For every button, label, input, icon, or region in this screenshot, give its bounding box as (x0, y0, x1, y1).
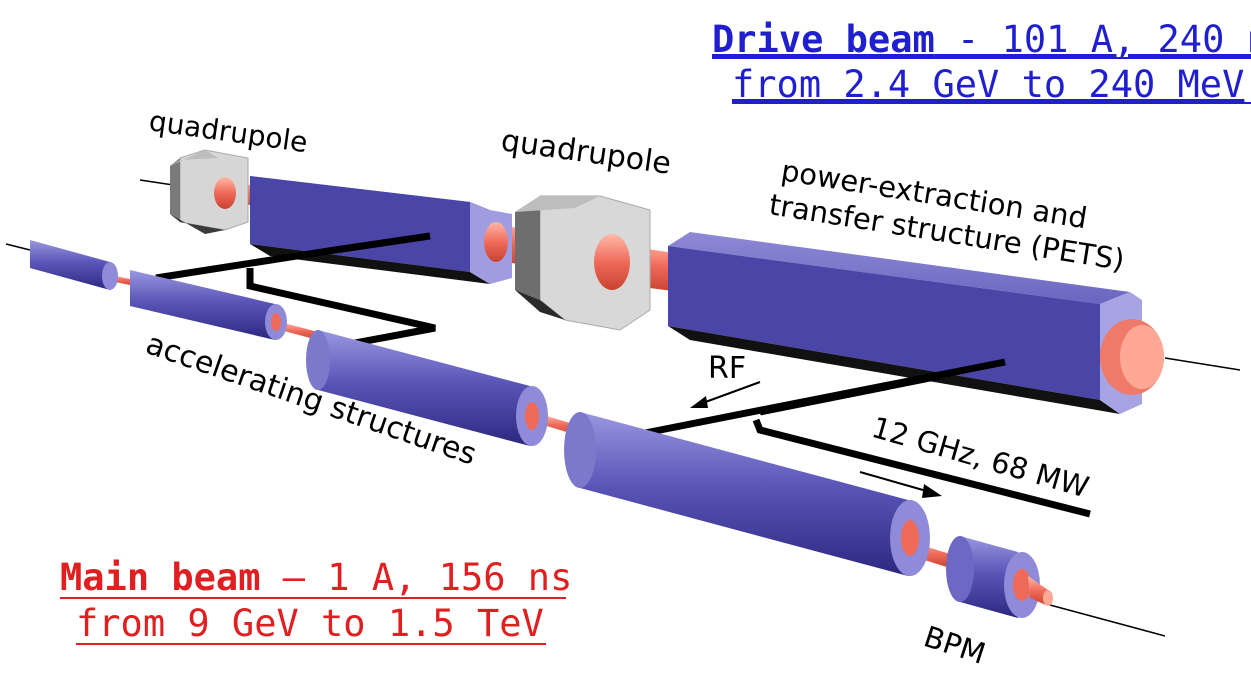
quadrupole-1 (170, 149, 249, 234)
drive-beam-name: Drive beam (712, 18, 935, 61)
quadrupole-2 (515, 195, 651, 331)
main-beam-spec-2: from 9 GeV to 1.5 TeV (76, 602, 544, 645)
bpm-label: BPM (920, 619, 990, 671)
drive-beam-spec-1: - 101 A, 240 ns (935, 18, 1251, 61)
bpm (946, 536, 1053, 618)
rf-arrow (690, 381, 761, 408)
accelerating-structure-2 (130, 270, 287, 340)
quadrupole-2-label: quadrupole (499, 123, 673, 181)
accelerating-structure-4 (564, 412, 930, 576)
main-beam-name: Main beam (60, 556, 260, 599)
quadrupole-1-label: quadrupole (147, 104, 310, 159)
accelerating-structure-1 (30, 240, 118, 290)
accelerating-structure-3 (306, 330, 548, 446)
power-label: 12 GHz, 68 MW (868, 410, 1093, 504)
svg-text:Drive beam - 101 A, 240 ns: Drive beam - 101 A, 240 ns (712, 18, 1251, 61)
svg-text:Main beam – 1 A, 156 ns: Main beam – 1 A, 156 ns (60, 556, 572, 599)
waveguides (155, 232, 1091, 518)
main-beam-title: Main beam – 1 A, 156 ns from 9 GeV to 1.… (60, 556, 572, 645)
small-pets-structure (250, 176, 512, 284)
rf-label: RF (708, 351, 746, 386)
power-arrow (859, 471, 942, 498)
main-beam-spec-1: – 1 A, 156 ns (260, 556, 572, 599)
drive-beam-spec-2: from 2.4 GeV to 240 MeV (732, 63, 1244, 106)
drive-beam-title: Drive beam - 101 A, 240 ns from 2.4 GeV … (712, 18, 1251, 106)
